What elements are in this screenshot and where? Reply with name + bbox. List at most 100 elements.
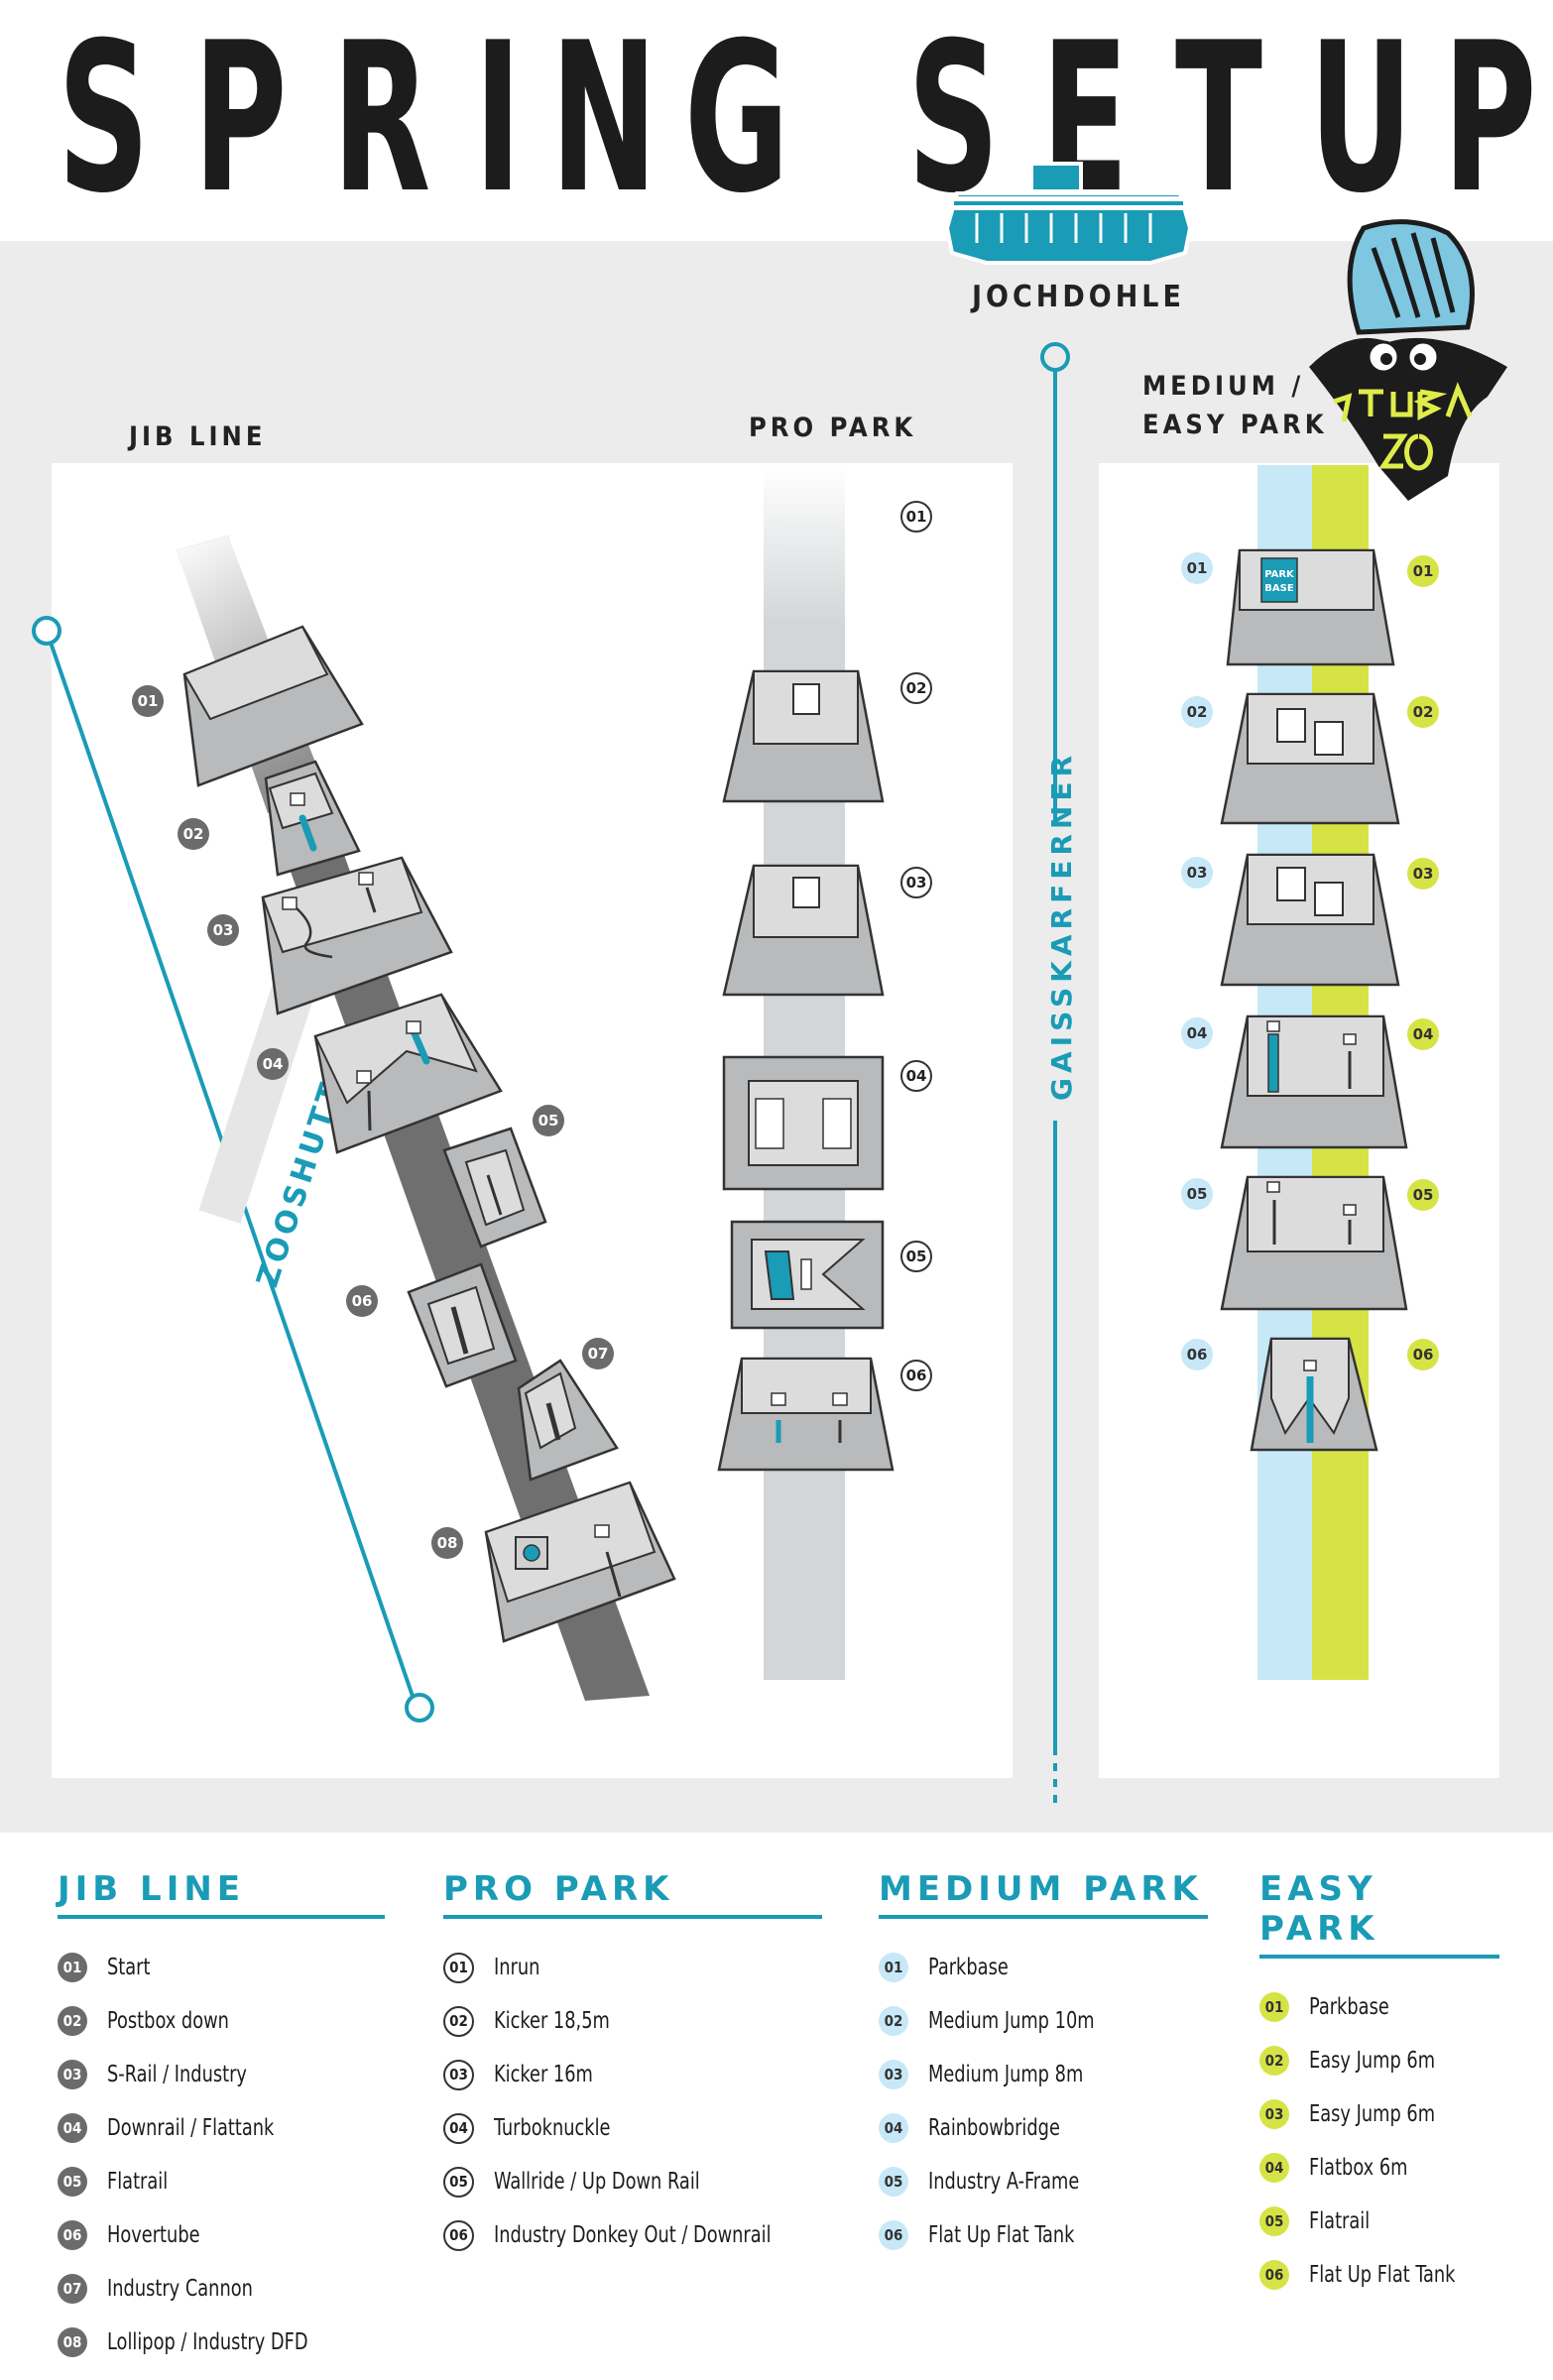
number-badge: 03 [443,2059,474,2090]
title-letter: U [1309,0,1413,239]
page-title: S P R I N G S E T U P [0,0,1553,239]
number-badge: 08 [58,2327,87,2357]
number-badge: 04 [443,2112,474,2144]
medium-marker-03: 03 [1187,864,1208,882]
item-label: Industry Donkey Out / Downrail [494,2222,772,2248]
title-letter: T [1175,0,1262,239]
easy-marker-06: 06 [1413,1346,1434,1364]
number-badge: 04 [1259,2153,1289,2183]
medium-marker-01: 01 [1187,559,1208,577]
pro-marker-06: 06 [906,1367,927,1384]
item-label: Parkbase [1309,1994,1389,2020]
list-item: 04 Turboknuckle [443,2101,822,2155]
list-item: 08 Lollipop / Industry DFD [58,2316,385,2369]
item-label: Inrun [494,1955,540,1980]
title-letter: G [684,0,789,239]
park-base-label-line2: BASE [1264,583,1294,594]
item-label: Medium Jump 8m [928,2062,1084,2087]
pro-marker-03: 03 [906,874,927,892]
title-letter: S [58,0,150,239]
title-letter: P [193,0,288,239]
number-badge: 02 [1259,2046,1289,2076]
pro-marker-02: 02 [906,679,927,697]
title-letter: S [907,0,1000,239]
title-letter: R [332,0,431,239]
medium-marker-02: 02 [1187,703,1208,721]
item-label: Wallride / Up Down Rail [494,2169,700,2195]
jib-features [182,625,676,1643]
legend-title-pro: PRO PARK [443,1869,822,1919]
jib-marker-06: 06 [352,1292,373,1310]
easy-markers: 01 02 03 04 05 06 [1407,555,1439,1370]
easy-marker-04: 04 [1413,1025,1434,1043]
pro-marker-05: 05 [906,1248,927,1265]
number-badge: 02 [58,2006,87,2036]
jib-marker-03: 03 [213,921,234,939]
medium-marker-05: 05 [1187,1185,1208,1203]
list-item: 03 Kicker 16m [443,2048,822,2101]
number-badge: 06 [879,2220,908,2250]
list-item: 05 Wallride / Up Down Rail [443,2155,822,2208]
jochdohle-building-icon [944,162,1193,265]
number-badge: 06 [58,2220,87,2250]
item-label: Lollipop / Industry DFD [107,2329,308,2355]
number-badge: 01 [879,1953,908,1982]
list-item: 02 Medium Jump 10m [879,1994,1208,2048]
jib-marker-02: 02 [183,825,204,843]
jochdohle-label: JOCHDOHLE [972,280,1185,314]
legend-title-jib: JIB LINE [58,1869,385,1919]
number-badge: 07 [58,2274,87,2304]
pro-features [717,669,895,1472]
jib-marker-01: 01 [138,692,159,710]
item-label: Parkbase [928,1955,1009,1980]
easy-marker-03: 03 [1413,865,1434,883]
number-badge: 02 [443,2005,474,2037]
list-item: 05 Flatrail [1259,2195,1499,2248]
gaisskarferner-route [1040,342,1070,1805]
item-label: Flatbox 6m [1309,2155,1408,2181]
jib-marker-05: 05 [538,1112,559,1130]
item-label: Industry Cannon [107,2276,253,2302]
list-item: 01 Parkbase [879,1941,1208,1994]
legend-title-easy: EASY PARK [1259,1869,1499,1959]
medium-easy-label-line2: EASY PARK [1142,410,1328,440]
item-label: Flatrail [1309,2208,1371,2234]
item-label: Turboknuckle [494,2115,611,2141]
number-badge: 05 [1259,2206,1289,2236]
number-badge: 02 [879,2006,908,2036]
item-label: Easy Jump 6m [1309,2048,1436,2074]
legend-medium-park: MEDIUM PARK 01 Parkbase 02 Medium Jump 10m… [879,1869,1208,2262]
list-item: 02 Easy Jump 6m [1259,2034,1499,2087]
pro-marker-04: 04 [906,1067,927,1085]
item-label: Postbox down [107,2008,229,2034]
number-badge: 05 [443,2166,474,2198]
pro-marker-01: 01 [906,508,927,526]
item-label: Kicker 16m [494,2062,593,2087]
item-label: Industry A-Frame [928,2169,1080,2195]
stubai-zoo-logo [1309,219,1507,501]
number-badge: 01 [58,1953,87,1982]
item-label: Medium Jump 10m [928,2008,1095,2034]
legend-title-medium: MEDIUM PARK [879,1869,1208,1919]
item-label: Hovertube [107,2222,200,2248]
